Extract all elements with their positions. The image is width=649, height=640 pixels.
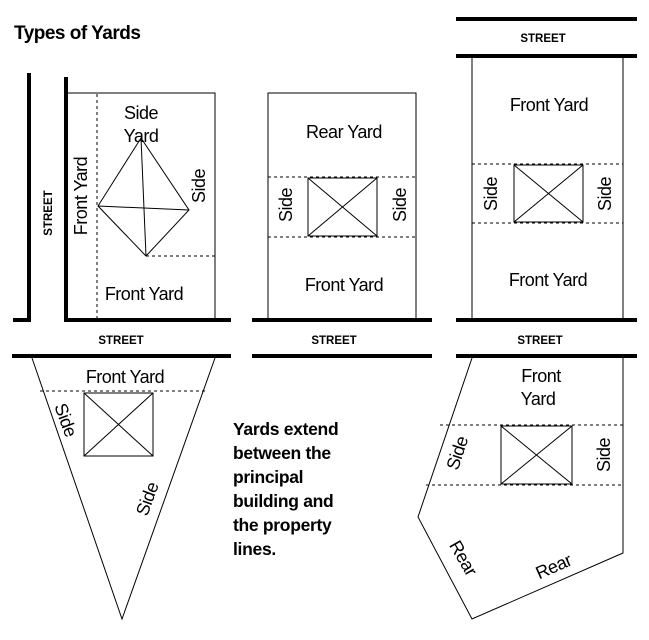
side-label: Side [594, 438, 614, 473]
street-label: STREET [98, 335, 143, 347]
front-yard-label: Front Yard [86, 367, 164, 387]
irregular-building [500, 425, 573, 485]
front-yard-label: Front Yard [509, 270, 587, 290]
corner-lot-boundary [66, 92, 216, 320]
triangular-lot-boundary [31, 357, 216, 621]
yard-note-line: the property [233, 515, 332, 535]
through-lot-panel: STREET Front Yard Side Side Front Yard S… [456, 17, 637, 358]
rear-label: Rear [445, 537, 481, 579]
street-label: STREET [520, 33, 565, 45]
side-label: Side [443, 433, 473, 472]
diagram-title: Types of Yards [14, 23, 140, 44]
interior-building-diagonal [307, 177, 378, 237]
front-yard-label: Front [521, 366, 561, 386]
side-yard-label-second-line: Yard [124, 126, 159, 146]
street-label: STREET [311, 335, 356, 347]
side-label: Side [50, 401, 81, 440]
yard-note-line: building and [233, 491, 334, 511]
side-label: Side [481, 177, 501, 212]
corner-building-diagonal [97, 205, 190, 211]
irregular-lot-boundary [417, 357, 624, 620]
yard-note-line: between the [233, 443, 331, 463]
corner-building-diagonal [140, 137, 147, 257]
side-yard-label: Side [124, 103, 159, 123]
triangular-building [83, 392, 154, 457]
side-label: Side [595, 177, 615, 212]
front-yard-label-vertical: Front Yard [71, 157, 91, 235]
front-yard-label: Front Yard [305, 275, 383, 295]
interior-building [307, 177, 378, 237]
street-label-vertical: STREET [43, 190, 55, 235]
irregular-building-diagonal [500, 425, 573, 485]
through-building-diagonal [513, 164, 584, 223]
yard-note-line: lines. [233, 539, 276, 559]
irregular-lot-panel: Front Yard Side Side Rear Rear [417, 357, 624, 620]
front-yard-label: Front Yard [105, 284, 183, 304]
side-label: Side [189, 169, 209, 204]
through-building [513, 164, 584, 223]
side-label: Side [390, 188, 410, 223]
interior-lot-panel: Rear Yard Side Side Front Yard STREET [252, 92, 432, 358]
triangular-building-diagonal [83, 392, 154, 457]
interior-lot-boundary [267, 92, 417, 320]
corner-lot-panel: STREET Side Yard Front Yard Side Front Y… [12, 73, 231, 358]
side-label: Side [276, 188, 296, 223]
yard-note-line: principal [233, 467, 304, 487]
yard-note-line: Yards extend [233, 419, 339, 439]
front-yard-label-second-line: Yard [521, 389, 556, 409]
rear-label: Rear [533, 550, 575, 584]
front-yard-label: Front Yard [510, 95, 588, 115]
street-label: STREET [517, 335, 562, 347]
yard-note: Yards extend between the principal building… [233, 417, 393, 561]
rear-yard-label: Rear Yard [306, 122, 382, 142]
triangular-lot-panel: Front Yard Side Side [31, 357, 216, 621]
side-label: Side [132, 479, 163, 518]
